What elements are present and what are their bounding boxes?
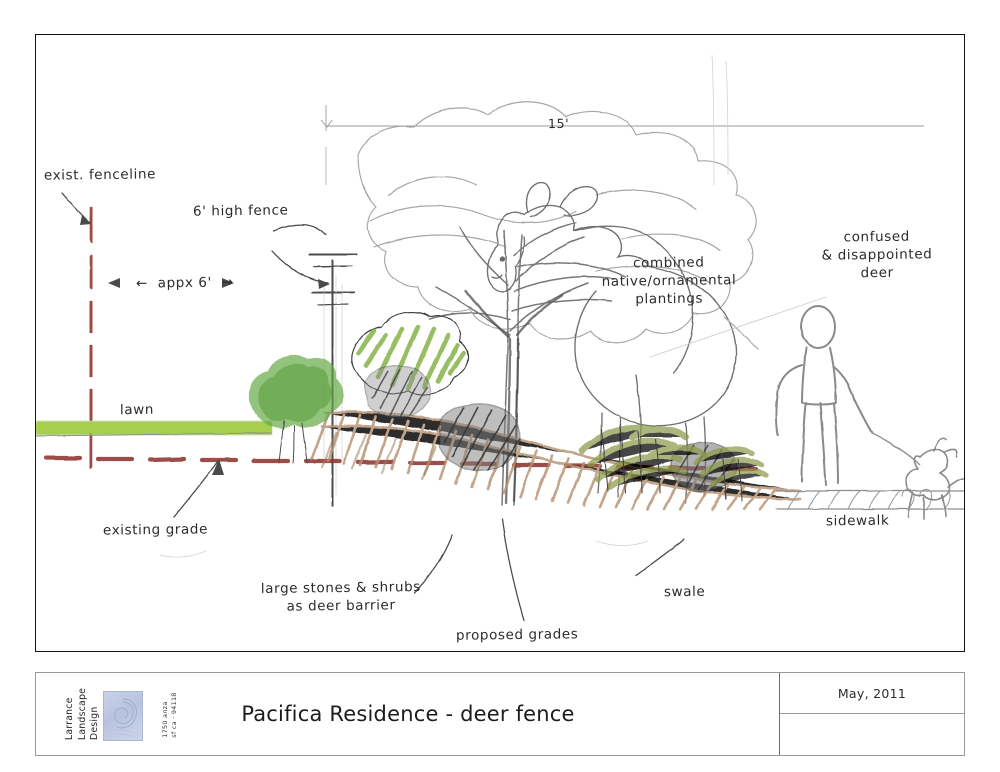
mound-shadow [320, 431, 438, 481]
label-confused-deer: confused & disappointed deer [821, 228, 933, 282]
label-large-stones: large stones & shrubs as deer barrier [260, 579, 421, 615]
existing-fenceline-dashed [87, 206, 95, 470]
title-block-left: Larrance Landscape Design [36, 673, 780, 755]
spiral-icon [107, 698, 139, 739]
title-block: Larrance Landscape Design [35, 672, 965, 756]
label-appx-six: ← appx 6' → [135, 274, 234, 292]
label-sidewalk: sidewalk [825, 512, 890, 530]
sheet-title-text: Pacifica Residence - deer fence [241, 702, 575, 726]
label-existing-grade: existing grade [102, 521, 209, 539]
label-exist-fenceline: exist. fenceline [43, 166, 157, 184]
dog-figure [904, 436, 964, 520]
blank-cell [780, 714, 964, 755]
stray-pencil-marks [159, 54, 729, 558]
lawn-band [36, 421, 273, 437]
dimension-15ft [320, 105, 924, 185]
section-drawing [36, 54, 964, 622]
shrub-left [248, 355, 344, 464]
spiral-logo-mark [103, 691, 143, 741]
label-swale: swale [663, 583, 706, 601]
deer-figure [486, 181, 737, 504]
large-stone-1 [364, 365, 431, 418]
sheet-title: Pacifica Residence - deer fence [36, 673, 780, 755]
drawing-frame: exist. fenceline ← appx 6' → 6' high fen… [35, 34, 965, 652]
leader-lines [61, 192, 827, 622]
label-six-high-fence: 6' high fence [192, 202, 289, 220]
label-dimension-15ft: 15' [547, 115, 570, 132]
label-lawn: lawn [119, 401, 155, 419]
date-cell: May, 2011 [780, 673, 964, 714]
shrub-olive-far-right [693, 446, 769, 502]
dog-leash [871, 432, 921, 466]
person-figure [775, 305, 873, 486]
label-proposed-grades: proposed grades [455, 626, 579, 644]
label-combined-plantings: combined native/ornamental plantings [601, 254, 737, 308]
background-tree-canopy [357, 101, 757, 344]
sheet-date: May, 2011 [837, 685, 907, 701]
shrub-olive-right [579, 424, 707, 494]
firm-logo-group: Larrance Landscape Design [46, 677, 181, 751]
large-stone-2 [438, 403, 521, 472]
title-block-right: May, 2011 [780, 673, 964, 755]
